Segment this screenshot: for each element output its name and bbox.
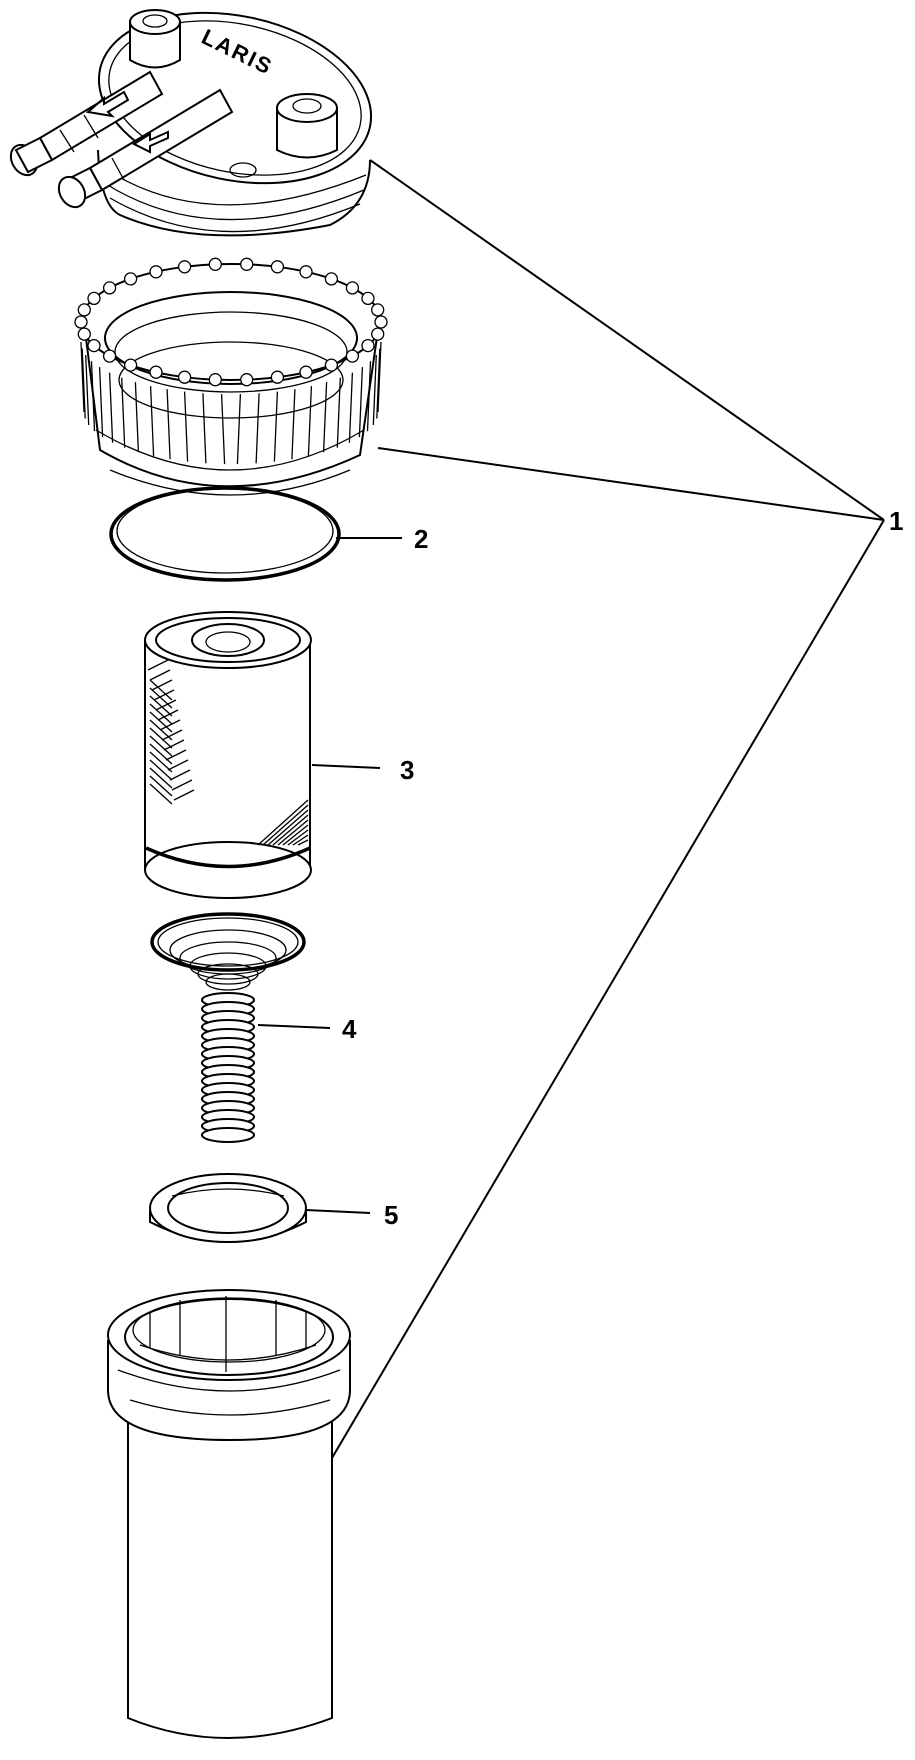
filter-head-cap: LARIS [9,9,373,237]
filter-bowl [107,1289,351,1739]
cap-boss [276,93,338,159]
callout-2: 2 [414,524,428,554]
knurled-ring-nut [74,257,388,496]
spring [201,992,255,1143]
seal-ring [149,1173,307,1243]
callout-3: 3 [400,755,414,785]
filter-element [144,611,312,899]
hose-fitting [9,70,164,177]
filter-mesh [147,659,309,846]
cap-boss [129,9,181,69]
o-ring [109,486,341,582]
knurl-ridges [74,257,388,465]
cone-screen [150,912,306,991]
callout-4: 4 [342,1014,357,1044]
leader-lines [257,159,885,1459]
hose-fitting [57,88,234,209]
callout-5: 5 [384,1200,398,1230]
callout-1: 1 [889,506,903,536]
